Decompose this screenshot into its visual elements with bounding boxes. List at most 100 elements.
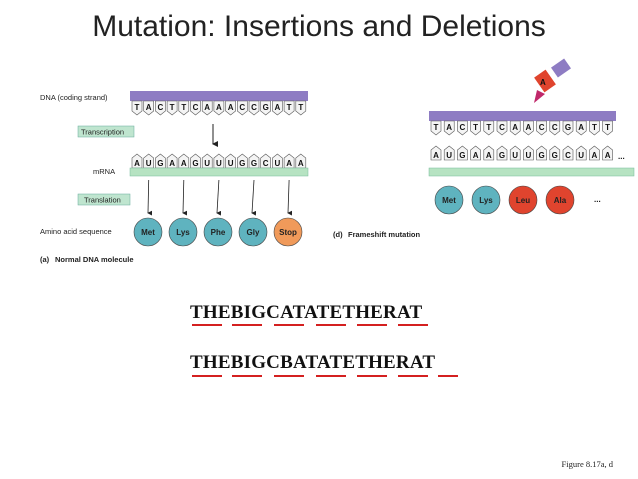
mrna-base-shape [575,145,587,161]
mrna-base: U [146,159,152,168]
dna-base: A [446,123,452,132]
dna-base: C [539,123,545,132]
translation-arrow [182,179,188,216]
amino-acid-label: Met [442,196,456,205]
transcription-box [77,125,135,138]
mrna-base: A [592,151,598,160]
mrna-base-shape [509,145,521,161]
dna-base: A [578,123,584,132]
translation-arrow [287,179,293,216]
mrna-base: C [263,159,269,168]
aa-ellipsis: ... [594,195,601,204]
dna-base-shape [166,100,178,116]
amino-acid-circle [133,217,163,247]
mrna-base: A [298,159,304,168]
mrna-ellipsis: ... [618,152,625,161]
sequence-normal: THEBIGCATATETHERAT [190,302,423,323]
dna-base-shape [295,100,307,116]
mrna-base: G [239,159,245,168]
mrna-base: A [169,159,175,168]
dna-base: C [239,103,245,112]
slide-title: Mutation: Insertions and Deletions [92,10,546,43]
dna-base: A [228,103,234,112]
mrna-base: U [216,159,222,168]
dna-base: C [193,103,199,112]
dna-base-shape [575,120,587,136]
dna-base-shape [201,100,213,116]
amino-acid-circle [273,217,303,247]
amino-acid-label: Amino acid sequence [40,227,112,236]
dna-base-shape [536,120,547,136]
mrna-base: U [204,159,210,168]
mrna-base: A [473,151,479,160]
dna-base-shape [272,100,283,116]
mrna-base: G [192,159,198,168]
dna-base: T [170,103,175,112]
translation-arrow [216,179,222,216]
dna-base-shape [143,100,154,116]
dna-base: A [275,103,281,112]
amino-acid-circle [168,217,198,247]
dna-base-shape [523,120,534,136]
dna-base: T [434,123,439,132]
dna-base-shape [549,120,561,136]
caption-a: Normal DNA molecule [55,255,134,264]
inserted-base: A [540,78,546,87]
codon-underlines [192,324,458,377]
dna-base-shape [457,120,468,136]
caption-d: Frameshift mutation [348,230,421,239]
dna-base: G [565,123,571,132]
dna-base: T [605,123,610,132]
dna-base-shape [190,100,201,116]
dna-base: A [512,123,518,132]
mrna-base: U [578,151,584,160]
dna-base: A [526,123,532,132]
mrna-base-shape [536,145,547,161]
mrna-base: G [538,151,544,160]
amino-acid-label: Ala [554,196,567,205]
mrna-base: U [275,159,281,168]
dna-base-shape [213,100,225,116]
dna-base-shape [131,100,143,116]
mrna-base: A [181,159,187,168]
mutant-mrna-strand [428,167,635,177]
dna-base-shape [589,120,600,136]
dna-base: T [473,123,478,132]
mrna-base-shape [589,145,600,161]
dna-base: T [486,123,491,132]
dna-base-shape [260,100,271,116]
dna-base-shape [283,100,295,116]
amino-acid-circle [238,217,268,247]
mrna-base: A [433,151,439,160]
dna-base-shape [430,120,442,136]
mutant-dna-strand [429,111,616,121]
dna-base-shape [443,120,455,136]
mrna-base-shape [602,145,613,161]
mrna-base-shape [470,145,481,161]
mrna-base-shape [549,145,561,161]
mrna-base: U [526,151,532,160]
mrna-base-shape [562,145,574,161]
mrna-label: mRNA [93,167,115,176]
transcription-label: Transcription [81,128,124,137]
dna-base: T [287,103,292,112]
mrna-base: A [134,159,140,168]
dna-base-shape [178,100,190,116]
dna-base-shape [509,120,521,136]
amino-acid-label: Lys [479,196,493,205]
amino-acid-circle [434,185,464,215]
mrna-base-shape [483,145,495,161]
caption-d-letter: (d) [333,230,343,239]
dna-base-shape [225,100,236,116]
dna-base-shape [237,100,248,116]
dna-base: T [298,103,303,112]
dna-base-shape [602,120,613,136]
pointer-handle [551,58,571,78]
translation-label: Translation [84,196,121,205]
mrna-base: G [157,159,163,168]
mrna-base: C [565,151,571,160]
